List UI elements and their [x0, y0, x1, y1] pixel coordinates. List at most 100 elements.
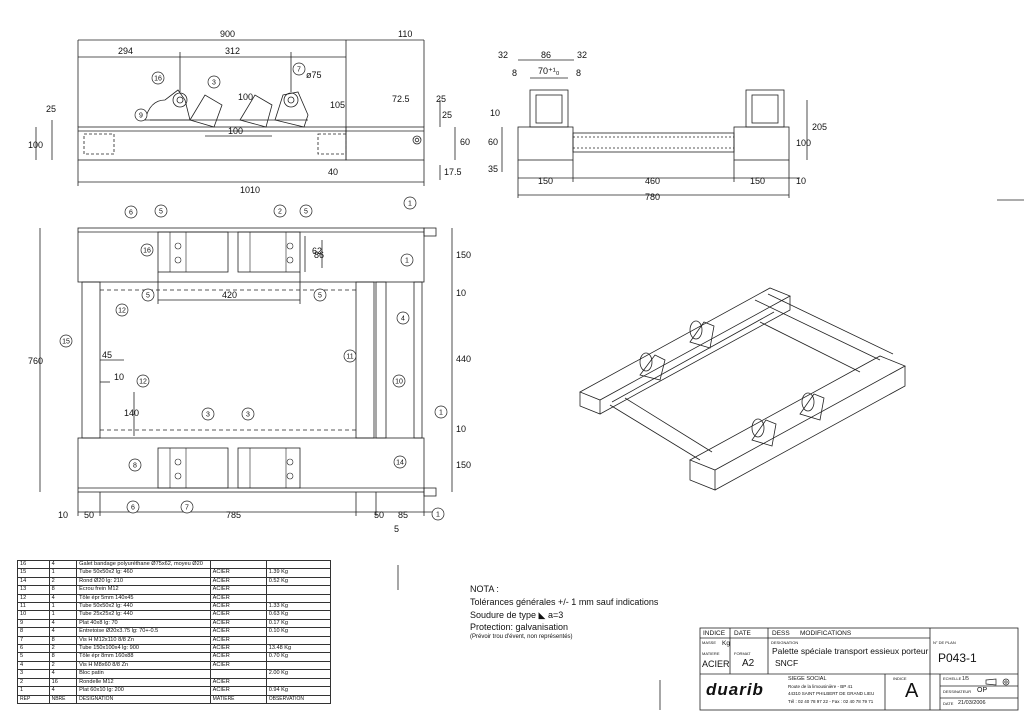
dim-5: 5	[394, 524, 399, 534]
bom-cell: 4	[48, 627, 78, 637]
bom-cell: 1.39 Kg	[265, 568, 332, 578]
tb-indice-label: INDICE	[893, 676, 907, 681]
balloon-circle	[292, 62, 306, 76]
nota-weld: Soudure de type ◣ a=3	[470, 610, 564, 620]
balloon-label: 7	[297, 67, 301, 74]
notes: NOTA : Tolérances générales +/- 1 mm sau…	[470, 583, 658, 641]
bom-cell: ACIER	[209, 568, 267, 578]
tb-designation-label: DESIGNATION	[771, 640, 799, 645]
dim-785: 785	[226, 510, 241, 520]
balloon-label: 2	[278, 209, 282, 216]
bom-cell: ACIER	[209, 602, 267, 612]
dim-100s: 100	[796, 138, 811, 148]
dim-60: 60	[460, 137, 470, 147]
bom-cell: 11	[17, 602, 50, 612]
bom-cell: Rondelle M12	[76, 677, 211, 688]
dim-1010: 1010	[240, 185, 260, 195]
balloon-label: 16	[143, 248, 151, 255]
balloon-circle	[313, 288, 327, 302]
bom-cell	[265, 677, 332, 688]
dim-40: 40	[328, 167, 338, 177]
balloon-circle	[400, 253, 414, 267]
balloon-circle	[273, 204, 287, 218]
bom-cell: 1.33 Kg	[265, 602, 332, 612]
bom-cell: 16	[17, 559, 50, 570]
dim-25c: 25	[442, 110, 452, 120]
bom-cell: ACIER	[209, 610, 267, 620]
dim-62: 62	[312, 246, 322, 256]
dim-17: 17.5	[444, 167, 462, 177]
tb-addr3: Tél : 02 40 78 97 22 - Fax : 02 40 78 79…	[788, 699, 874, 704]
bom-col-matiere: MATIERE	[209, 694, 267, 704]
tb-logo: duarib	[706, 680, 764, 699]
bom-cell	[265, 660, 332, 671]
side-view-left-tube	[517, 126, 574, 161]
dim-10p4: 10	[58, 510, 68, 520]
tb-indice: A	[905, 680, 919, 702]
side-view-right-tube	[733, 126, 790, 161]
bom-cell: ACIER	[209, 593, 267, 604]
bom-cell: Plat 40x8 lg: 70	[76, 618, 211, 629]
bom-cell: ACIER	[209, 576, 267, 587]
bom-cell: 2.00 Kg	[265, 669, 332, 679]
tb-matiere: ACIER	[702, 659, 730, 669]
dim-440: 440	[456, 354, 471, 364]
tb-addr2: 44310 SAINT PHILBERT DE GRAND LIEU	[788, 691, 875, 696]
bom-cell: ACIER	[209, 618, 267, 629]
dim-25b: 25	[436, 94, 446, 104]
tb-dessinateur-label: DESSINATEUR	[943, 689, 972, 694]
dim-10p3: 10	[114, 372, 124, 382]
dim-25a: 25	[46, 104, 56, 114]
bom-cell: Plat 60x10 lg: 200	[76, 686, 211, 696]
balloon-circle	[141, 288, 155, 302]
bom-cell: Tube 50x50x2 lg: 440	[76, 602, 211, 612]
dim-760: 760	[28, 356, 43, 366]
balloon-label: 6	[129, 210, 133, 217]
bom-cell: 2	[17, 677, 50, 688]
balloon-circle	[299, 204, 313, 218]
balloon-circle	[201, 407, 215, 421]
tb-format: A2	[742, 658, 755, 669]
dim-10a: 10	[490, 108, 500, 118]
plan-crossbar-right	[355, 281, 375, 439]
bom-col-rep: REP	[17, 694, 50, 704]
bom-cell: 0.63 Kg	[265, 610, 332, 620]
bom-cell: 16	[48, 677, 78, 688]
tb-dessinateur: OP	[977, 687, 988, 694]
tb-date-header: DATE	[734, 630, 751, 637]
balloon-label: 1	[436, 512, 440, 519]
dim-10p1: 10	[456, 288, 466, 298]
bom-col-nbre: NBRE	[48, 694, 78, 704]
tb-format-label: FORMAT	[734, 651, 751, 656]
bom-cell: 2	[48, 576, 78, 587]
balloon-label: 8	[133, 463, 137, 470]
tb-indice-header: INDICE	[703, 630, 726, 637]
dim-50b: 50	[374, 510, 384, 520]
bom-cell: 8	[48, 635, 78, 646]
dim-8b: 8	[576, 68, 581, 78]
tb-designation: Palette spéciale transport essieux porte…	[772, 646, 929, 656]
dim-86: 86	[541, 50, 551, 60]
bom-cell	[265, 559, 332, 570]
balloon-circle	[126, 500, 140, 514]
bom-header: REP NBRE DESIGNATION MATIERE OBSERVATION	[17, 694, 332, 704]
bom-cell: 0.17 Kg	[265, 618, 332, 629]
bom-cell: ACIER	[209, 686, 267, 696]
tb-masse-unit: Kg	[722, 640, 730, 647]
isometric-view	[579, 287, 906, 491]
bom-col-observation: OBSERVATION	[265, 694, 332, 704]
bom-cell: 2	[48, 644, 78, 654]
bom-cell: 0.94 Kg	[265, 686, 332, 696]
balloon-label: 5	[159, 209, 163, 216]
bom-cell: 13	[17, 585, 50, 595]
bom-cell: 1	[48, 610, 78, 620]
dim-10b: 10	[796, 176, 806, 186]
